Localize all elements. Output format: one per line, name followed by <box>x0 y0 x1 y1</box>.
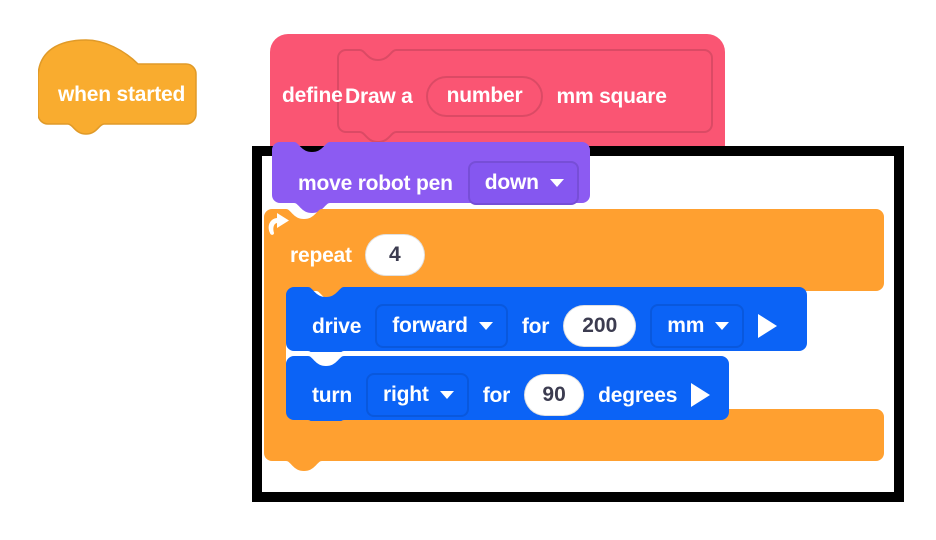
prototype-text-after: mm square <box>556 85 667 108</box>
pen-position-dropdown[interactable]: down <box>467 161 579 205</box>
drive-direction-dropdown[interactable]: forward <box>375 304 508 348</box>
move-robot-pen-row: move robot pen down <box>298 161 579 205</box>
turn-row: turn right for 90 degrees <box>312 373 711 417</box>
turn-units-label: degrees <box>598 383 678 407</box>
repeat-times-input[interactable]: 4 <box>364 234 425 276</box>
move-robot-pen-label: move robot pen <box>298 171 453 195</box>
turn-block[interactable]: turn right for 90 degrees <box>286 356 729 421</box>
define-keyword-label: define <box>282 84 343 107</box>
move-robot-pen-block[interactable]: move robot pen down <box>272 141 590 213</box>
drive-units-value: mm <box>667 314 705 337</box>
chevron-down-icon <box>715 321 730 330</box>
drive-for-label: for <box>521 314 550 338</box>
prototype-text-before: Draw a <box>345 85 413 108</box>
drive-units-dropdown[interactable]: mm <box>650 304 745 348</box>
play-triangle-icon[interactable] <box>758 314 778 338</box>
turn-for-label: for <box>482 383 511 407</box>
pen-position-value: down <box>484 171 539 194</box>
prototype-parameter-number[interactable]: number <box>425 76 544 117</box>
drive-label: drive <box>312 314 362 338</box>
repeat-row: repeat 4 <box>290 234 425 276</box>
repeat-label: repeat <box>290 243 352 267</box>
drive-distance-value: 200 <box>582 314 618 337</box>
chevron-down-icon <box>478 321 493 330</box>
prototype-parameter-label: number <box>446 84 523 107</box>
loop-arrow-icon <box>268 213 289 235</box>
repeat-times-value: 4 <box>389 243 401 266</box>
turn-label: turn <box>312 383 353 407</box>
chevron-down-icon <box>549 178 564 187</box>
drive-row: drive forward for 200 mm <box>312 304 778 348</box>
turn-direction-value: right <box>383 383 429 406</box>
define-prototype[interactable]: Draw a number mm square <box>345 76 667 117</box>
drive-distance-input[interactable]: 200 <box>563 305 637 347</box>
turn-angle-input[interactable]: 90 <box>524 374 585 416</box>
turn-direction-dropdown[interactable]: right <box>366 373 469 417</box>
drive-direction-value: forward <box>392 314 468 337</box>
turn-angle-value: 90 <box>542 383 566 406</box>
chevron-down-icon <box>439 390 454 399</box>
when-started-block[interactable]: when started <box>38 38 198 136</box>
define-block[interactable]: define Draw a number mm square <box>270 34 725 152</box>
when-started-shape <box>38 39 197 135</box>
repeat-block[interactable]: repeat 4 <box>264 209 884 471</box>
drive-block[interactable]: drive forward for 200 mm <box>286 287 807 352</box>
play-triangle-icon[interactable] <box>691 383 711 407</box>
when-started-label: when started <box>58 83 186 106</box>
